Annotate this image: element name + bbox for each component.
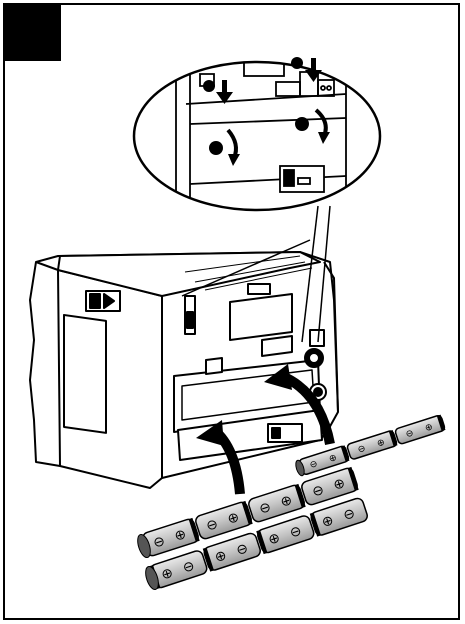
battery-icon: ⊕⊖: [149, 550, 208, 590]
minus-terminal-label: ⊖: [310, 482, 326, 501]
plus-terminal-label: ⊕: [376, 437, 387, 450]
battery-row: ⊖⊕⊖⊕⊖⊕⊖⊕: [137, 466, 359, 559]
callout-dot: [295, 117, 309, 131]
curved-insert-arrow-icon: [264, 364, 335, 446]
batteries-group: ⊖⊕⊖⊕⊖⊕⊖⊕⊖⊕⊖⊕⊖⊕⊕⊖⊕⊖⊕⊖⊕⊖: [137, 414, 446, 591]
plus-terminal-label: ⊕: [172, 526, 188, 545]
battery-icon: ⊖⊕: [346, 430, 398, 460]
battery-row: ⊖⊕⊖⊕⊖⊕: [295, 414, 446, 477]
minus-terminal-label: ⊖: [404, 427, 415, 440]
callout-dot: [203, 80, 215, 92]
plus-terminal-label: ⊕: [266, 530, 282, 549]
minus-terminal-label: ⊖: [341, 505, 357, 524]
plus-terminal-label: ⊕: [159, 565, 175, 584]
battery-row: ⊕⊖⊕⊖⊕⊖⊕⊖: [145, 497, 368, 591]
zoom-connector-lines: [181, 205, 331, 343]
battery-end-cap: [145, 565, 159, 591]
battery-end-cap: [137, 533, 151, 559]
battery-icon: ⊖⊕: [394, 414, 446, 445]
callout-dot: [291, 57, 303, 69]
plus-terminal-label: ⊕: [424, 421, 435, 434]
battery-icon: ⊖⊕: [248, 483, 306, 523]
plus-terminal-label: ⊕: [320, 512, 336, 531]
down-arrow-icon: [305, 58, 322, 82]
plus-terminal-label: ⊕: [278, 492, 294, 511]
minus-terminal-label: ⊖: [181, 558, 197, 577]
minus-terminal-label: ⊖: [356, 443, 367, 456]
plus-terminal-label: ⊕: [213, 547, 229, 566]
plus-terminal-label: ⊕: [328, 452, 339, 465]
battery-icon: ⊖⊕: [301, 466, 359, 506]
battery-icon: ⊖⊕: [142, 517, 200, 557]
minus-terminal-label: ⊖: [288, 523, 304, 542]
plus-terminal-label: ⊕: [331, 475, 347, 494]
battery-end-cap: [295, 459, 305, 477]
minus-terminal-label: ⊖: [308, 458, 319, 471]
step-number-badge: [3, 3, 61, 61]
minus-terminal-label: ⊖: [234, 540, 250, 559]
minus-terminal-label: ⊖: [204, 516, 220, 535]
zoom-lens: [132, 57, 382, 212]
rotate-arrow-icon: [318, 132, 330, 144]
battery-icon: ⊕⊖: [256, 515, 315, 555]
minus-terminal-label: ⊖: [257, 499, 273, 518]
down-arrow-icon: [216, 80, 233, 104]
battery-icon: ⊕⊖: [202, 532, 261, 572]
printer-body: [29, 251, 339, 489]
rotate-arrow-icon: [228, 154, 240, 166]
callout-dot: [209, 141, 223, 155]
minus-terminal-label: ⊖: [151, 533, 167, 552]
curved-insert-arrow-icon: [196, 420, 245, 495]
battery-icon: ⊕⊖: [309, 497, 368, 537]
battery-icon: ⊖⊕: [195, 500, 253, 540]
plus-terminal-label: ⊕: [225, 509, 241, 528]
